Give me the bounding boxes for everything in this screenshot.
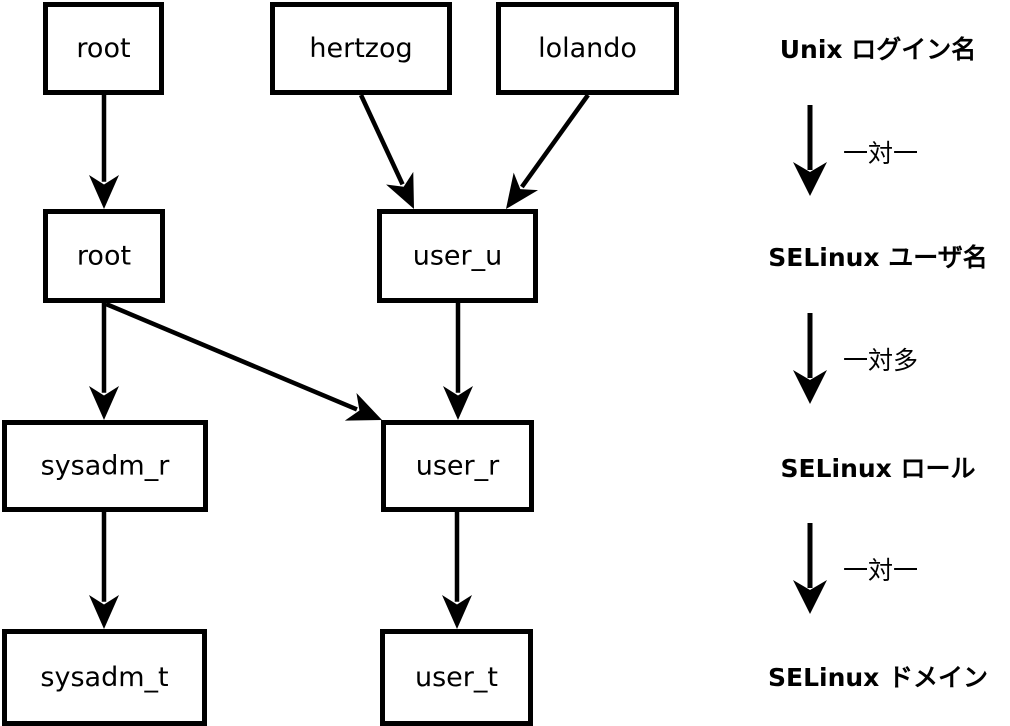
legend-heading-unix_login: Unix ログイン名 <box>780 35 977 64</box>
legend-relation-label-rel-user-role: 一対多 <box>843 346 918 375</box>
edge-seuser_root-to-role_sysadm_r <box>89 303 119 420</box>
node-label-role_user_r: user_r <box>416 451 500 482</box>
node-seuser_root[interactable]: root <box>43 209 165 303</box>
edges-group <box>89 93 590 629</box>
node-label-login_lolando: lolando <box>538 33 637 64</box>
edge-login_root-to-seuser_root <box>89 95 119 209</box>
node-box-role_sysadm_r[interactable] <box>2 420 208 512</box>
edge-e-user_r-user_t-head <box>442 595 472 629</box>
edge-e-root-sysadm_r-head <box>89 386 119 420</box>
legend-heading-selinux_domain: SELinux ドメイン <box>768 663 988 692</box>
legend-relation-rel-login-user: 一対一 <box>793 105 918 196</box>
edge-role_sysadm_r-to-domain_sysadm_t <box>89 512 119 629</box>
node-label-login_root: root <box>76 33 130 64</box>
node-seuser_user_u[interactable]: user_u <box>377 209 538 303</box>
legend-group: Unix ログイン名 SELinux ユーザ名 SELinux ロール SELinux… <box>768 35 988 692</box>
edge-seuser_root-to-role_user_r <box>105 301 382 421</box>
legend-arrow-head-rel-role-domain <box>793 580 827 614</box>
node-label-login_hertzog: hertzog <box>309 33 412 64</box>
edge-e-sysadm_r-sysadm_t-head <box>89 595 119 629</box>
node-login_hertzog[interactable]: hertzog <box>270 2 452 95</box>
legend-relation-label-rel-login-user: 一対一 <box>843 139 918 168</box>
edge-seuser_user_u-to-role_user_r <box>443 303 473 420</box>
node-domain_sysadm_t[interactable]: sysadm_t <box>2 629 207 726</box>
edge-login_lolando-to-seuser_user_u <box>506 93 590 209</box>
legend-heading-selinux_user: SELinux ユーザ名 <box>768 243 988 272</box>
node-label-domain_user_t: user_t <box>415 662 498 693</box>
edge-e-hertzog-user_u-head <box>386 171 414 209</box>
node-box-seuser_user_u[interactable] <box>377 209 538 303</box>
legend-relation-rel-user-role: 一対多 <box>793 313 918 404</box>
edge-e-root-user_r-line <box>105 301 358 412</box>
node-box-domain_user_t[interactable] <box>380 629 533 726</box>
legend-relation-rel-role-domain: 一対一 <box>793 523 918 614</box>
node-label-seuser_user_u: user_u <box>413 241 503 272</box>
node-label-seuser_root: root <box>77 241 131 272</box>
node-login_root[interactable]: root <box>43 2 164 95</box>
node-box-domain_sysadm_t[interactable] <box>2 629 207 726</box>
edge-login_hertzog-to-seuser_user_u <box>358 94 414 209</box>
edge-e-lolando-user_u-head <box>506 172 539 209</box>
node-box-role_user_r[interactable] <box>381 420 534 512</box>
legend-heading-selinux_role: SELinux ロール <box>780 454 975 483</box>
node-label-domain_sysadm_t: sysadm_t <box>40 662 168 693</box>
edge-role_user_r-to-domain_user_t <box>442 512 472 629</box>
edge-e-root-root-head <box>89 175 119 209</box>
edge-e-user_u-user_r-head <box>443 386 473 420</box>
node-box-seuser_root[interactable] <box>43 209 165 303</box>
node-box-login_hertzog[interactable] <box>270 2 452 95</box>
legend-arrow-head-rel-login-user <box>793 162 827 196</box>
node-box-login_lolando[interactable] <box>496 2 679 95</box>
node-domain_user_t[interactable]: user_t <box>380 629 533 726</box>
node-label-role_sysadm_r: sysadm_r <box>41 451 171 482</box>
edge-e-root-user_r-head <box>344 393 382 421</box>
legend-relation-label-rel-role-domain: 一対一 <box>843 556 918 585</box>
node-role_user_r[interactable]: user_r <box>381 420 534 512</box>
node-box-login_root[interactable] <box>43 2 164 95</box>
legend-arrow-head-rel-user-role <box>793 370 827 404</box>
node-role_sysadm_r[interactable]: sysadm_r <box>2 420 208 512</box>
edge-e-lolando-user_u-line <box>520 93 590 189</box>
edge-e-hertzog-user_u-line <box>358 94 405 186</box>
node-login_lolando[interactable]: lolando <box>496 2 679 95</box>
